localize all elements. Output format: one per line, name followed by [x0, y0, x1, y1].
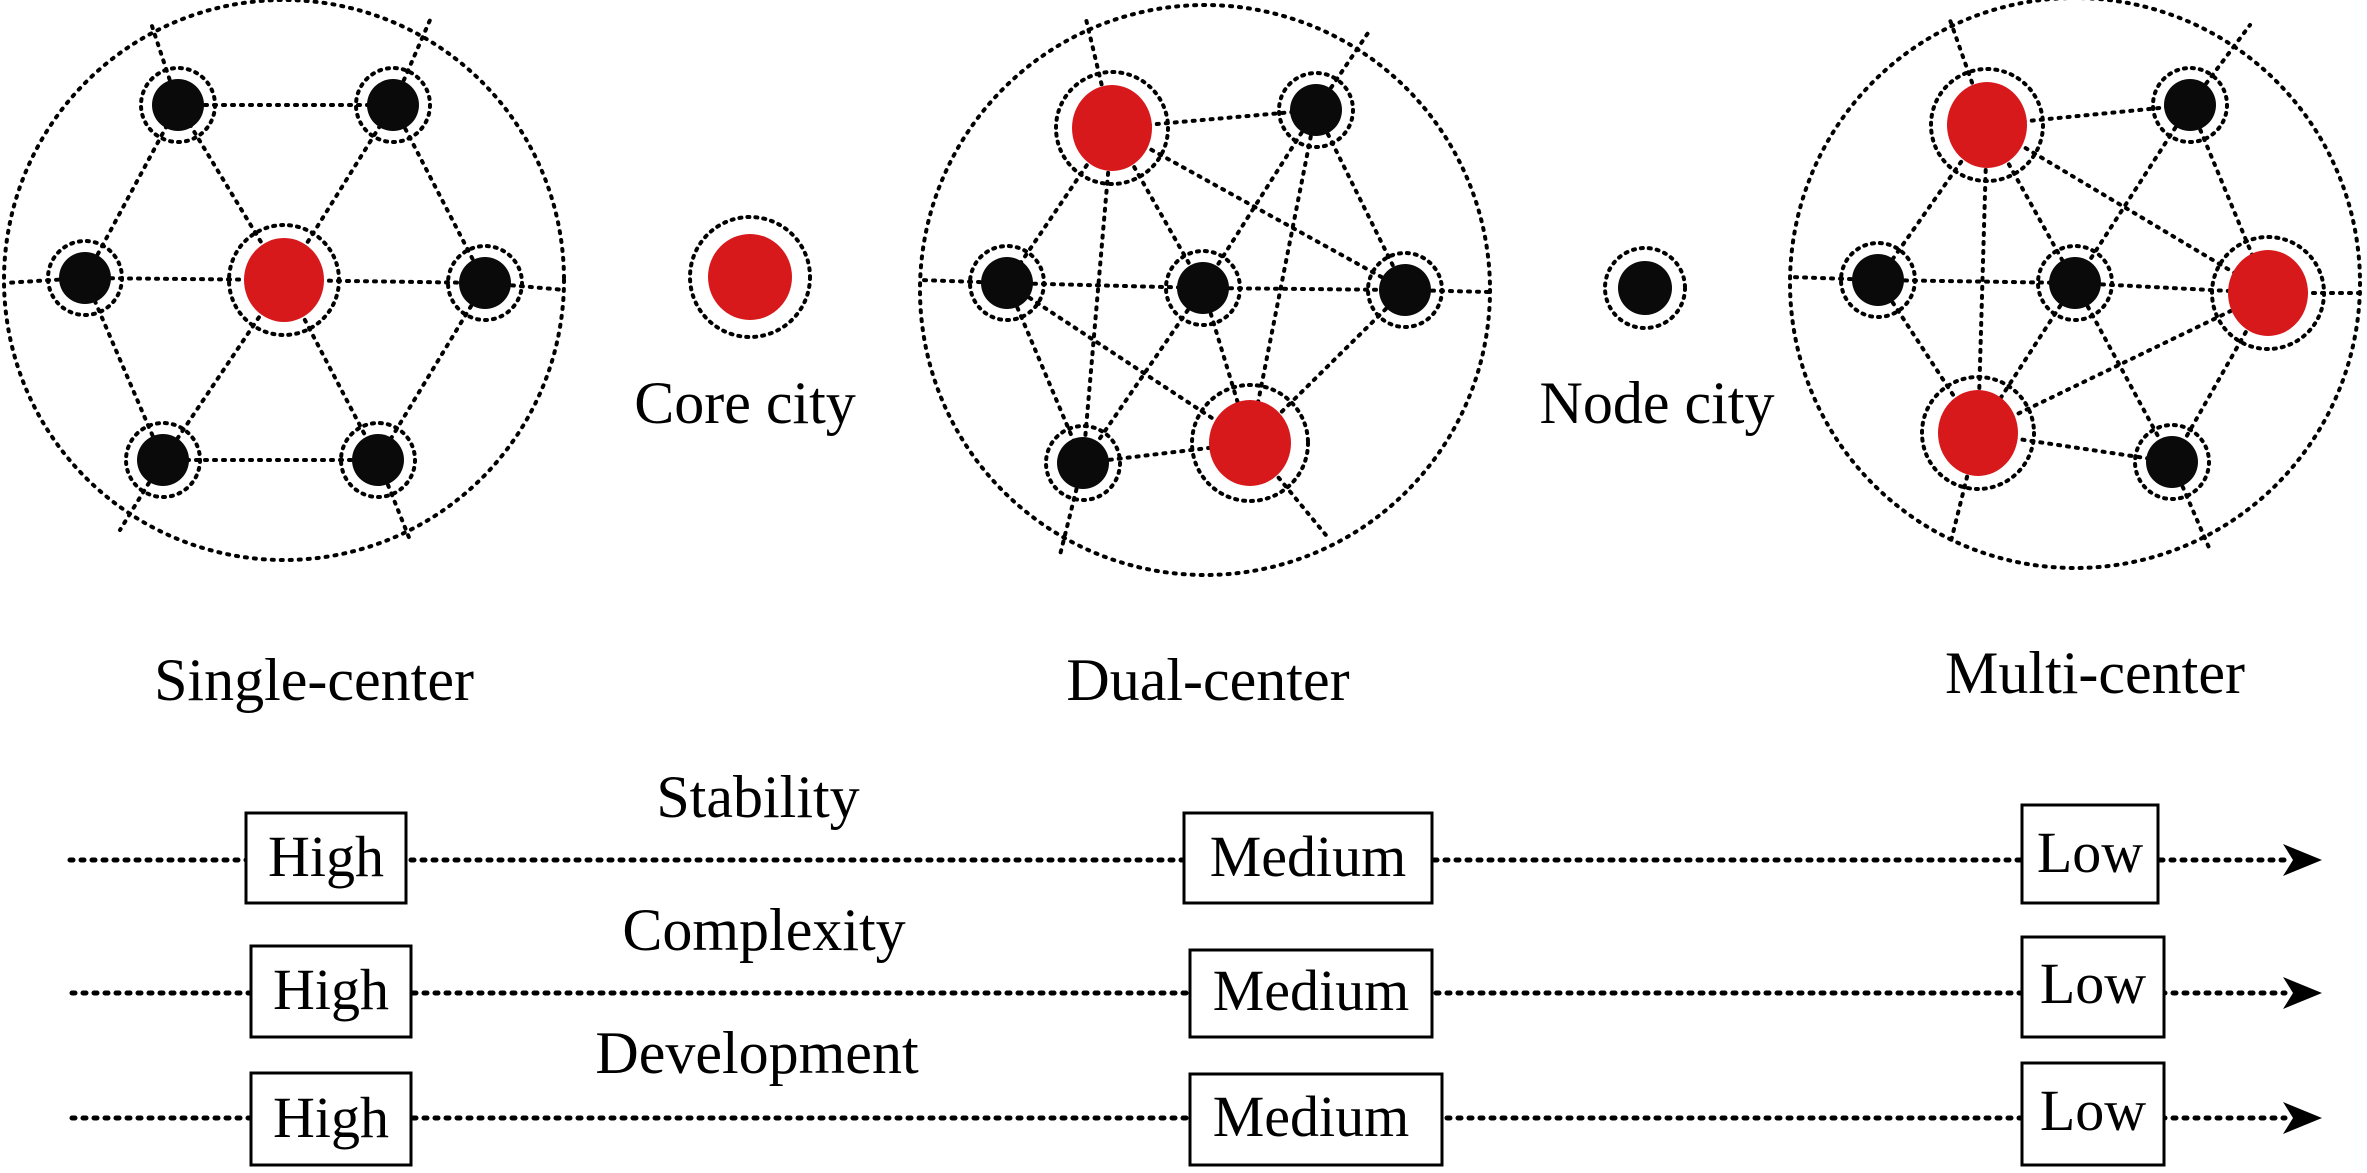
- level-text-medium: Medium: [1213, 1084, 1410, 1149]
- single-center-cities: [46, 66, 524, 499]
- metric-label-complexity: Complexity: [622, 897, 905, 963]
- metric-row-development: Development High Medium Low: [69, 1020, 2322, 1167]
- level-box-medium: [1188, 1072, 1444, 1167]
- node-city-marker: [352, 434, 404, 486]
- core-city-marker: [1209, 400, 1291, 486]
- arrow-head-icon: [2283, 1102, 2322, 1134]
- arrow-head-icon: [2283, 844, 2322, 876]
- level-box-high: [249, 1071, 413, 1167]
- legend-core-city-icon: [708, 234, 792, 320]
- node-city-marker: [152, 79, 204, 131]
- level-text-low: Low: [2040, 1078, 2146, 1143]
- legend-node-city: Node city: [1540, 246, 1775, 436]
- level-box-low: [2020, 935, 2166, 1039]
- multi-center-boundary: [1788, 0, 2362, 570]
- node-city-marker: [367, 79, 419, 131]
- dual-center-boundary: [918, 3, 1492, 577]
- node-city-marker: [2049, 257, 2101, 309]
- node-city-marker: [2164, 79, 2216, 131]
- single-center-network: [2, 0, 567, 562]
- level-text-low: Low: [2037, 820, 2143, 885]
- node-city-marker: [137, 434, 189, 486]
- metric-row-complexity: Complexity High Medium Low: [69, 897, 2322, 1039]
- core-city-marker: [1072, 85, 1152, 171]
- metric-label-stability: Stability: [656, 764, 859, 830]
- arrow-head-icon: [2283, 977, 2322, 1009]
- core-city-marker: [1938, 390, 2018, 476]
- model-label-single-center: Single-center: [154, 647, 474, 713]
- core-city-marker: [244, 238, 324, 322]
- node-city-marker: [2146, 436, 2198, 488]
- metric-label-development: Development: [595, 1020, 919, 1086]
- legend-core-city: Core city: [634, 215, 856, 436]
- node-city-marker: [1177, 262, 1229, 314]
- node-city-marker: [1290, 84, 1342, 136]
- legend-node-city-icon: [1618, 261, 1672, 315]
- core-city-marker: [2228, 250, 2308, 336]
- level-text-high: High: [273, 957, 389, 1022]
- level-box-medium: [1188, 948, 1434, 1039]
- node-city-marker: [459, 257, 511, 309]
- legend-core-city-label: Core city: [634, 370, 856, 436]
- node-city-marker: [1852, 254, 1904, 306]
- level-text-medium: Medium: [1210, 824, 1407, 889]
- level-text-high: High: [273, 1085, 389, 1150]
- level-text-low: Low: [2040, 951, 2146, 1016]
- multi-center-cities: [1839, 66, 2326, 501]
- level-box-low: [2020, 1061, 2166, 1167]
- core-city-marker: [1947, 82, 2027, 168]
- model-label-multi-center: Multi-center: [1945, 640, 2245, 706]
- multi-center-network: [1788, 0, 2362, 570]
- node-city-marker: [981, 257, 1033, 309]
- level-text-medium: Medium: [1213, 958, 1410, 1023]
- node-city-marker: [1379, 264, 1431, 316]
- level-box-medium: [1182, 811, 1434, 905]
- metric-row-stability: Stability High Medium Low: [67, 764, 2322, 905]
- model-label-dual-center: Dual-center: [1066, 647, 1349, 713]
- legend-node-city-label: Node city: [1540, 370, 1775, 436]
- dual-center-network: [918, 3, 1492, 577]
- node-city-marker: [59, 252, 111, 304]
- node-city-marker: [1057, 437, 1109, 489]
- dual-center-cities: [968, 70, 1444, 503]
- level-box-low: [2020, 803, 2160, 905]
- level-text-high: High: [268, 824, 384, 889]
- single-center-boundary: [2, 0, 566, 562]
- level-box-high: [249, 944, 413, 1039]
- level-box-high: [244, 811, 408, 905]
